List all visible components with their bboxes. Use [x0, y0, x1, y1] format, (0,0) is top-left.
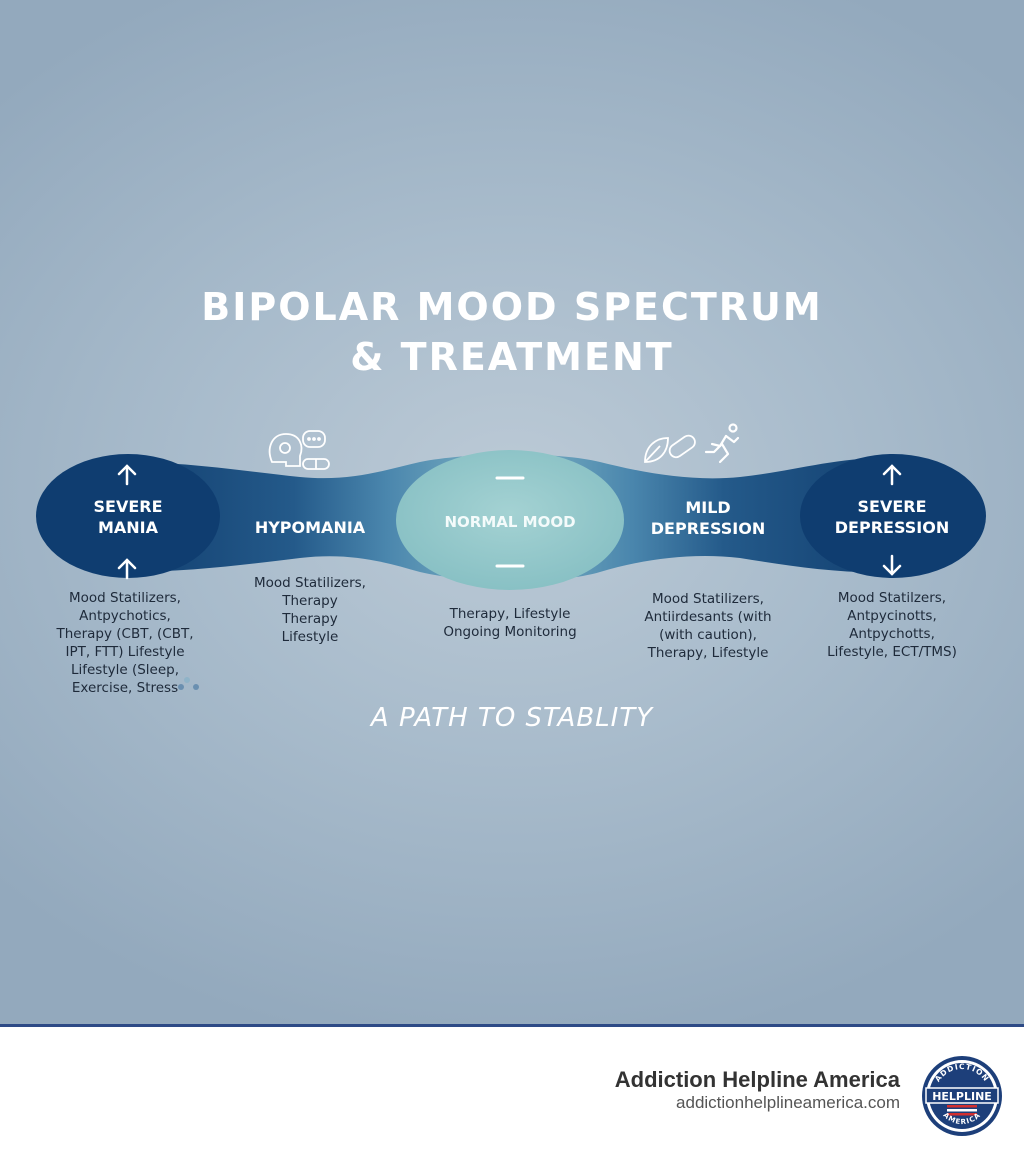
arrow-up-icon — [882, 464, 902, 486]
severe-mania-label-line1: SEVERE — [93, 497, 163, 516]
treatment-line: Lifestyle (Sleep, — [70, 662, 180, 678]
chat-bubble-icon — [302, 430, 326, 448]
severe-depression-treatment: Mood Statilzers, Antpycinotts, Antpychot… — [812, 589, 972, 661]
severe-depression-label-line1: SEVERE — [857, 497, 927, 516]
severe-depression-node — [800, 454, 986, 578]
severe-mania-label: SEVERE MANIA — [50, 496, 206, 538]
leaf-icon — [644, 437, 669, 463]
dots-decoration — [178, 677, 199, 690]
infographic: BIPOLAR MOOD SPECTRUM & TREATMENT — [0, 0, 1024, 1024]
title-line-2: & TREATMENT — [350, 335, 674, 379]
treatment-line: Antpycinotts, — [847, 608, 937, 624]
title-line-1: BIPOLAR MOOD SPECTRUM — [201, 285, 823, 329]
brain-head-icon — [268, 433, 303, 467]
treatment-line: Mood Statilizers, — [652, 591, 764, 607]
severe-mania-label-line2: MANIA — [97, 518, 159, 537]
brand-name: Addiction Helpline America — [614, 1067, 900, 1092]
seal-middle-text: HELPLINE — [932, 1090, 992, 1103]
brand-url: addictionhelplineamerica.com — [676, 1093, 900, 1112]
mild-depression-treatment: Mood Statilizers, Antiirdesants (with (w… — [620, 590, 796, 662]
treatment-line: IPT, FTT) Lifestyle — [65, 644, 185, 660]
treatment-line: Therapy, Lifestyle — [449, 606, 571, 622]
treatment-line: Antpychotts, — [849, 626, 935, 642]
mild-depression-label-line2: DEPRESSION — [650, 519, 766, 538]
hypomania-treatment: Mood Statilizers, Therapy Therapy Lifest… — [230, 574, 390, 646]
mild-depression-label-line1: MILD — [685, 498, 731, 517]
mild-depression-label: MILD DEPRESSION — [628, 497, 788, 539]
severe-depression-label-line2: DEPRESSION — [834, 518, 950, 537]
treatment-line: Mood Statilizers, — [69, 590, 181, 606]
normal-mood-label: NORMAL MOOD — [420, 512, 600, 533]
treatment-line: Therapy (CBT, (CBT, — [56, 626, 194, 642]
treatment-line: (with caution), — [659, 627, 757, 643]
hypomania-label-line1: HYPOMANIA — [254, 518, 366, 537]
hypomania-label: HYPOMANIA — [232, 517, 388, 538]
arrow-up-icon — [117, 558, 137, 580]
treatment-line: Therapy, Lifestyle — [647, 645, 769, 661]
treatment-line: Mood Statilzers, — [837, 590, 947, 606]
treatment-line: Lifestyle — [281, 629, 339, 645]
page-title: BIPOLAR MOOD SPECTRUM & TREATMENT — [0, 282, 1024, 382]
treatment-line: Therapy — [282, 593, 338, 609]
arrow-up-icon — [117, 464, 137, 486]
capsule-icon — [668, 434, 696, 459]
helpline-seal-logo: ADDICTION HELPLINE AMERICA — [922, 1056, 1002, 1136]
pill-icon — [302, 458, 330, 470]
normal-mood-label-line1: NORMAL MOOD — [444, 513, 576, 531]
footer: Addiction Helpline America addictionhelp… — [0, 1027, 1024, 1154]
normal-mood-node — [396, 450, 624, 590]
normal-mood-treatment: Therapy, Lifestyle Ongoing Monitoring — [420, 605, 600, 641]
footer-divider — [0, 1024, 1024, 1027]
treatment-line: Lifestyle, ECT/TMS) — [827, 644, 957, 660]
arrow-down-icon — [882, 554, 902, 576]
treatment-line: Mood Statilizers, — [254, 575, 366, 591]
treatment-line: Antiirdesants (with — [644, 609, 772, 625]
severe-mania-treatment: Mood Statilizers, Antpychotics, Therapy … — [40, 589, 210, 697]
treatment-line: Therapy — [282, 611, 338, 627]
runner-icon — [704, 423, 740, 464]
tagline: A PATH TO STABLITY — [370, 703, 654, 733]
treatment-line: Antpychotics, — [79, 608, 171, 624]
treatment-line: Exercise, Stress — [71, 680, 179, 696]
severe-mania-node — [36, 454, 220, 578]
severe-depression-label: SEVERE DEPRESSION — [812, 496, 972, 538]
flag-stripes — [947, 1105, 977, 1116]
mood-spectrum-band — [36, 423, 986, 590]
treatment-line: Ongoing Monitoring — [443, 624, 577, 640]
